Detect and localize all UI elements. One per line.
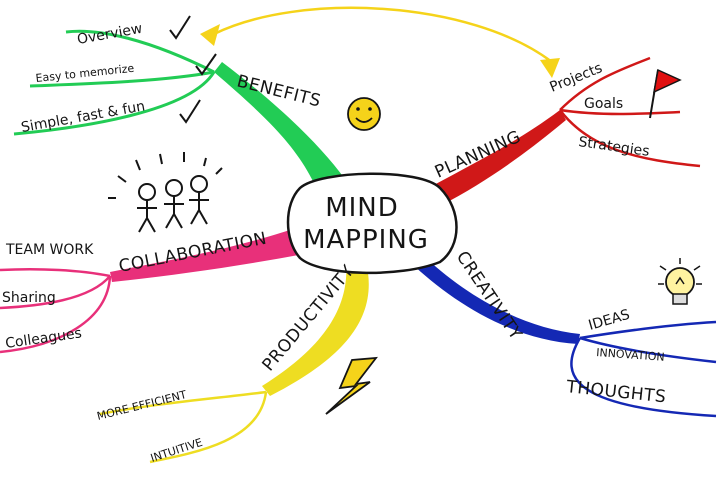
- center-label-line2: MAPPING: [303, 225, 429, 255]
- benefits-item-overview: Overview: [76, 21, 144, 48]
- center-node: [286, 172, 458, 275]
- collab-item-teamwork: TEAM WORK: [5, 242, 94, 258]
- red-flag-icon: [649, 68, 682, 119]
- light-bulb-icon: [658, 258, 702, 305]
- smiley-face-icon: [347, 97, 381, 131]
- benefits-item-simple: Simple, fast & fun: [20, 98, 146, 136]
- creativity-item-innovation: INNOVATION: [596, 346, 665, 364]
- branch-label-benefits: BENEFITS: [235, 71, 323, 111]
- checkmark-icon: [169, 15, 217, 124]
- branch-planning: [432, 56, 701, 206]
- collab-item-colleagues: Colleagues: [4, 325, 82, 352]
- collab-item-sharing: Sharing: [2, 290, 56, 306]
- branch-benefits: [13, 29, 350, 192]
- link-arrow: [200, 6, 560, 78]
- productivity-item-intuitive: INTUITIVE: [149, 436, 204, 465]
- planning-item-strategies: Strategies: [577, 134, 650, 160]
- branch-collaboration: [0, 228, 304, 354]
- planning-item-goals: Goals: [584, 96, 623, 112]
- branch-productivity: [99, 262, 369, 464]
- lightning-bolt-icon: [325, 356, 378, 415]
- center-label-line1: MIND: [325, 193, 399, 223]
- stick-figures-icon: [108, 152, 223, 233]
- productivity-item-efficient: MORE EFFICIENT: [96, 388, 189, 423]
- creativity-item-ideas: IDEAS: [587, 307, 632, 334]
